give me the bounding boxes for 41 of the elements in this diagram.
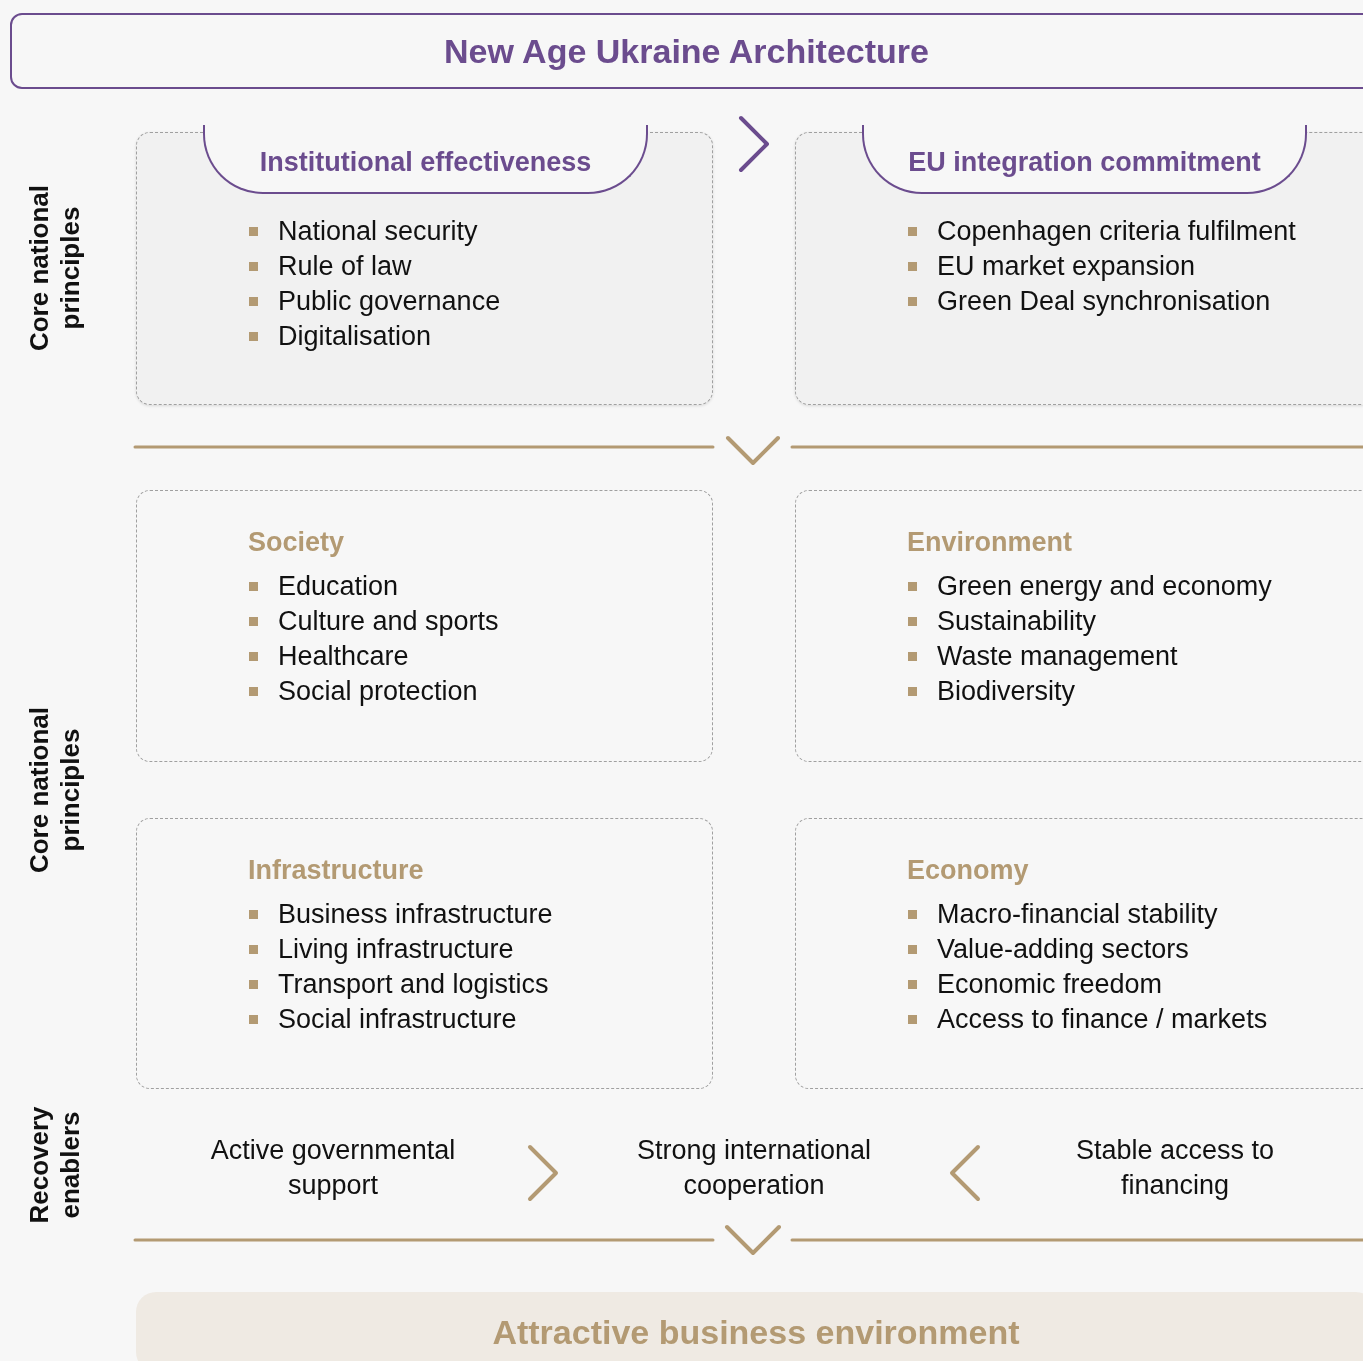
bullet-item: Biodiversity: [908, 674, 1272, 709]
row-label: Core national principles: [24, 183, 86, 354]
bullet-item: Business infrastructure: [249, 897, 553, 932]
bullet-item: Access to finance / markets: [908, 1002, 1268, 1037]
enabler-text: Strong international cooperation: [600, 1130, 908, 1205]
heading-tab: Institutional effectiveness: [203, 125, 648, 194]
category-card: [136, 818, 713, 1089]
bullet-item: EU market expansion: [908, 249, 1296, 284]
bullet-item: Economic freedom: [908, 967, 1268, 1002]
bullet-item: Digitalisation: [249, 319, 501, 354]
bullet-item: Copenhagen criteria fulfilment: [908, 214, 1296, 249]
category-card: [795, 818, 1363, 1089]
heading-tab: EU integration commitment: [862, 125, 1307, 194]
bullet-item: Value-adding sectors: [908, 932, 1268, 967]
card-heading: Economy: [907, 854, 1029, 887]
bullet-item: Living infrastructure: [249, 932, 553, 967]
bullet-item: Sustainability: [908, 604, 1272, 639]
card-heading: Society: [248, 526, 345, 559]
bullet-item: National security: [249, 214, 501, 249]
bullet-item: Rule of law: [249, 249, 501, 284]
bullet-item: Social protection: [249, 674, 499, 709]
category-card: [795, 490, 1363, 762]
bullet-item: Green Deal synchronisation: [908, 284, 1296, 319]
title-banner: New Age Ukraine Architecture: [10, 13, 1363, 89]
bullet-item: Public governance: [249, 284, 501, 319]
row-label: Core national principles: [24, 705, 86, 876]
bullet-item: Waste management: [908, 639, 1272, 674]
bullet-item: Macro-financial stability: [908, 897, 1268, 932]
bullet-item: Transport and logistics: [249, 967, 553, 1002]
enabler-text: Active governmental support: [170, 1130, 496, 1205]
bullet-item: Culture and sports: [249, 604, 499, 639]
card-heading: Environment: [907, 526, 1073, 559]
category-card: [136, 490, 713, 762]
bullet-item: Healthcare: [249, 639, 499, 674]
bullet-item: Green energy and economy: [908, 569, 1272, 604]
enabler-text: Stable access to financing: [1030, 1130, 1320, 1205]
bullet-item: Education: [249, 569, 499, 604]
card-heading: Infrastructure: [248, 854, 424, 887]
row-label: Recovery enablers: [24, 1105, 86, 1226]
bullet-item: Social infrastructure: [249, 1002, 553, 1037]
result-banner: Attractive business environment: [136, 1292, 1363, 1361]
